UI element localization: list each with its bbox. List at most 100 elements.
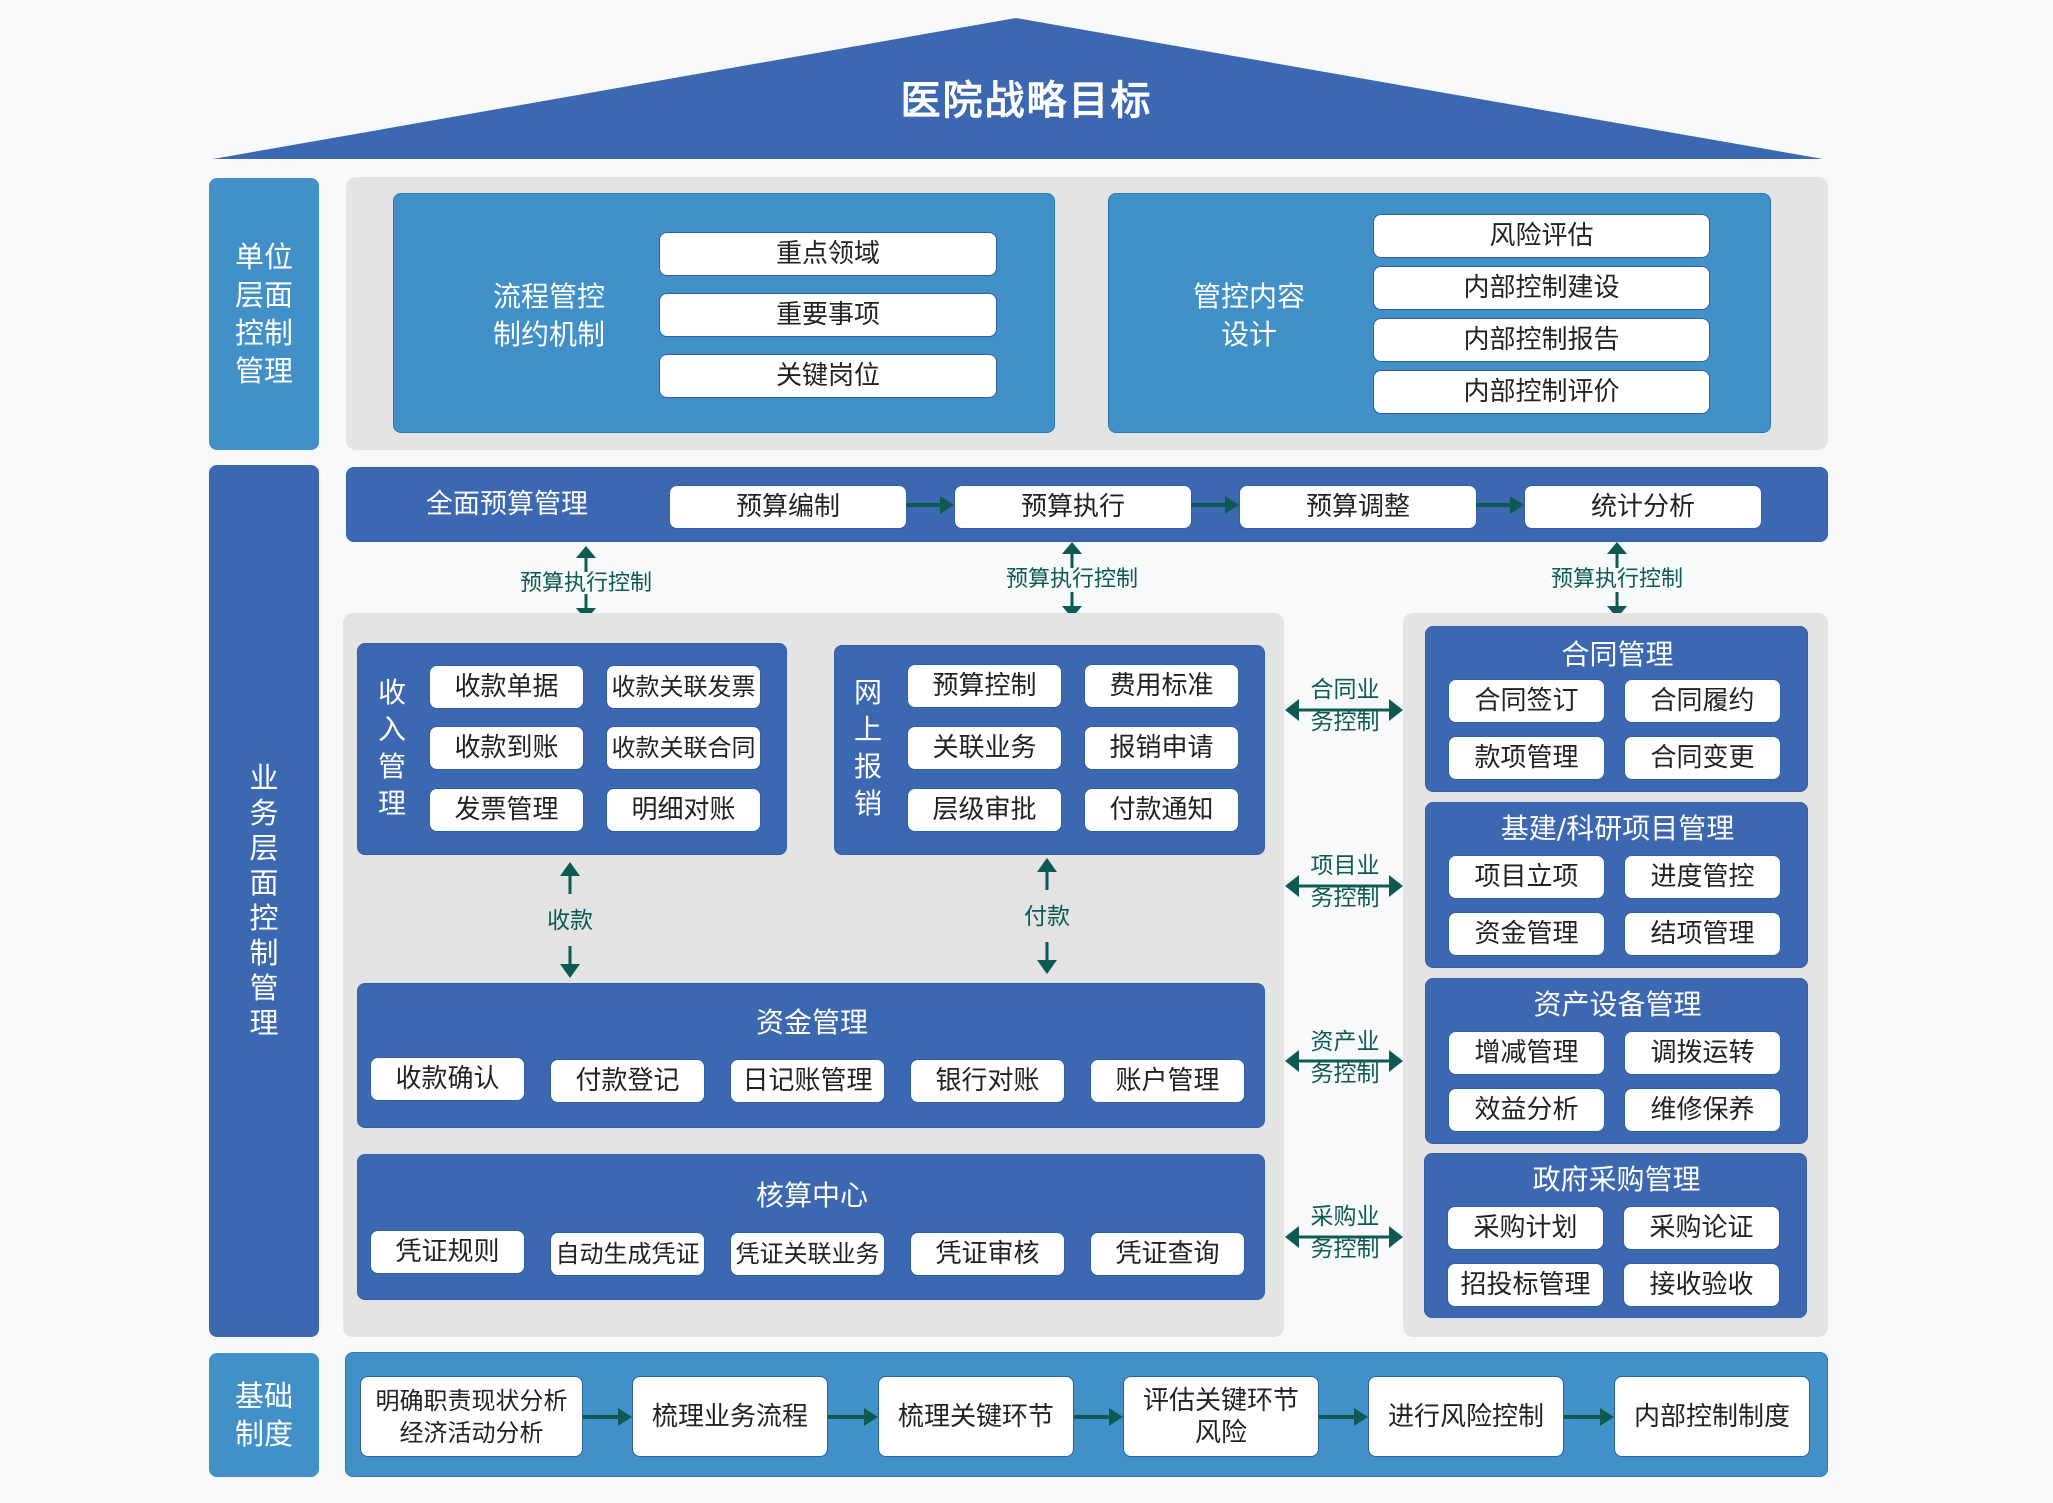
foundation-label: 基础 制度 — [209, 1353, 319, 1477]
side-control-line: 合同业 — [1310, 677, 1380, 703]
module-item[interactable]: 招投标管理 — [1447, 1263, 1604, 1307]
budget-management-title: 全面预算管理 — [426, 489, 588, 520]
business-level-label-char: 管 — [249, 971, 279, 1005]
control-content-item[interactable]: 内部控制建设 — [1373, 266, 1710, 310]
income-management-title: 收 入 管 理 — [375, 674, 409, 822]
process-item[interactable]: 重点领域 — [659, 232, 997, 276]
budget-step[interactable]: 预算执行 — [954, 485, 1192, 529]
budget-control-label: 预算执行控制 — [1005, 567, 1138, 592]
module-item[interactable]: 结项管理 — [1624, 912, 1781, 956]
foundation-step-line: 评估关键环节 — [1142, 1385, 1299, 1416]
fund-item[interactable]: 银行对账 — [910, 1059, 1065, 1103]
control-content-item[interactable]: 内部控制评价 — [1373, 370, 1710, 414]
reimburse-item[interactable]: 预算控制 — [907, 664, 1062, 708]
accounting-item[interactable]: 凭证规则 — [370, 1230, 525, 1274]
income-item[interactable]: 明细对账 — [606, 788, 761, 832]
accounting-item[interactable]: 凭证审核 — [910, 1232, 1065, 1276]
process-item[interactable]: 重要事项 — [659, 293, 997, 337]
contract-management-box: 合同管理 合同签订 合同履约 款项管理 合同变更 — [1425, 626, 1808, 792]
arrow-right-icon — [1476, 496, 1524, 514]
foundation-step[interactable]: 梳理关键环节 — [878, 1376, 1074, 1457]
arrow-down-icon — [1037, 942, 1057, 974]
business-level-label-char: 层 — [249, 831, 279, 865]
procurement-management-box: 政府采购管理 采购计划 采购论证 招投标管理 接收验收 — [1424, 1153, 1807, 1318]
module-item[interactable]: 接收验收 — [1623, 1263, 1780, 1307]
foundation-step[interactable]: 明确职责现状分析 经济活动分析 — [360, 1376, 583, 1457]
reimburse-title-char: 网 — [853, 676, 882, 709]
income-item[interactable]: 收款关联发票 — [606, 665, 761, 709]
fund-item[interactable]: 账户管理 — [1090, 1059, 1245, 1103]
foundation-step-line: 明确职责现状分析 — [375, 1386, 568, 1415]
foundation-bar — [345, 1352, 1828, 1477]
income-title-char: 入 — [377, 713, 406, 746]
control-content-title: 管控内容 设计 — [1169, 278, 1329, 354]
income-item[interactable]: 收款到账 — [429, 726, 584, 770]
foundation-step[interactable]: 进行风险控制 — [1368, 1376, 1564, 1457]
module-item[interactable]: 进度管控 — [1624, 855, 1781, 899]
budget-management-bar: 全面预算管理 预算编制 预算执行 预算调整 统计分析 — [346, 467, 1828, 542]
reimburse-item[interactable]: 报销申请 — [1084, 726, 1239, 770]
module-title: 合同管理 — [1561, 638, 1674, 671]
arrow-up-icon — [1037, 858, 1057, 890]
side-control-label: 合同业 务控制 — [1292, 674, 1398, 738]
foundation-label-line: 基础 — [234, 1379, 293, 1413]
module-item[interactable]: 调拨运转 — [1624, 1031, 1781, 1075]
control-content-item[interactable]: 风险评估 — [1373, 214, 1710, 258]
module-item[interactable]: 资金管理 — [1448, 912, 1605, 956]
foundation-step[interactable]: 梳理业务流程 — [632, 1376, 828, 1457]
accounting-item[interactable]: 凭证查询 — [1090, 1232, 1245, 1276]
fund-item[interactable]: 付款登记 — [550, 1059, 705, 1103]
module-title: 资产设备管理 — [1533, 988, 1702, 1021]
module-item[interactable]: 采购论证 — [1623, 1206, 1780, 1250]
fund-item[interactable]: 收款确认 — [370, 1057, 525, 1101]
module-item[interactable]: 合同变更 — [1624, 736, 1781, 780]
project-management-box: 基建/科研项目管理 项目立项 进度管控 资金管理 结项管理 — [1425, 802, 1808, 968]
budget-step[interactable]: 预算调整 — [1239, 485, 1477, 529]
arrow-right-icon — [1074, 1408, 1123, 1426]
roof-triangle — [213, 18, 1823, 159]
module-item[interactable]: 合同签订 — [1448, 679, 1605, 723]
fund-item[interactable]: 日记账管理 — [730, 1059, 885, 1103]
income-title-char: 管 — [377, 750, 406, 783]
budget-step[interactable]: 统计分析 — [1524, 485, 1762, 529]
unit-level-label-line: 管理 — [234, 354, 293, 388]
reimburse-item[interactable]: 层级审批 — [907, 788, 1062, 832]
reimburse-item[interactable]: 付款通知 — [1084, 788, 1239, 832]
foundation-step[interactable]: 内部控制制度 — [1614, 1376, 1810, 1457]
double-arrow-icon — [1285, 1050, 1403, 1072]
module-item[interactable]: 采购计划 — [1447, 1206, 1604, 1250]
arrow-right-icon — [828, 1408, 878, 1426]
module-item[interactable]: 项目立项 — [1448, 855, 1605, 899]
side-control-label: 项目业 务控制 — [1292, 850, 1398, 914]
reimburse-item[interactable]: 费用标准 — [1084, 664, 1239, 708]
module-item[interactable]: 款项管理 — [1448, 736, 1605, 780]
process-item[interactable]: 关键岗位 — [659, 354, 997, 398]
double-arrow-icon — [1285, 875, 1403, 897]
accounting-item[interactable]: 自动生成凭证 — [550, 1232, 705, 1276]
control-content-item[interactable]: 内部控制报告 — [1373, 318, 1710, 362]
accounting-item[interactable]: 凭证关联业务 — [730, 1232, 885, 1276]
income-item[interactable]: 收款关联合同 — [606, 726, 761, 770]
arrow-up-icon — [560, 862, 580, 894]
reimburse-item[interactable]: 关联业务 — [907, 726, 1062, 770]
module-item[interactable]: 增减管理 — [1448, 1031, 1605, 1075]
foundation-step-line: 风险 — [1194, 1417, 1247, 1448]
reimburse-title-char: 上 — [853, 713, 882, 746]
business-level-label-char: 控 — [249, 901, 279, 935]
module-item[interactable]: 合同履约 — [1624, 679, 1781, 723]
online-reimbursement-title: 网 上 报 销 — [851, 674, 885, 822]
module-item[interactable]: 效益分析 — [1448, 1088, 1605, 1132]
foundation-step[interactable]: 评估关键环节 风险 — [1123, 1376, 1319, 1457]
arrow-right-icon — [1191, 496, 1239, 514]
income-title-char: 理 — [377, 787, 406, 820]
income-item[interactable]: 发票管理 — [429, 788, 584, 832]
budget-step[interactable]: 预算编制 — [669, 485, 907, 529]
module-title: 基建/科研项目管理 — [1500, 812, 1735, 845]
module-item[interactable]: 维修保养 — [1624, 1088, 1781, 1132]
foundation-step-line: 经济活动分析 — [399, 1418, 544, 1447]
arrow-down-icon — [1607, 592, 1627, 618]
arrow-right-icon — [1319, 1408, 1368, 1426]
module-title: 政府采购管理 — [1532, 1163, 1701, 1196]
asset-management-box: 资产设备管理 增减管理 调拨运转 效益分析 维修保养 — [1425, 978, 1808, 1144]
income-item[interactable]: 收款单据 — [429, 665, 584, 709]
